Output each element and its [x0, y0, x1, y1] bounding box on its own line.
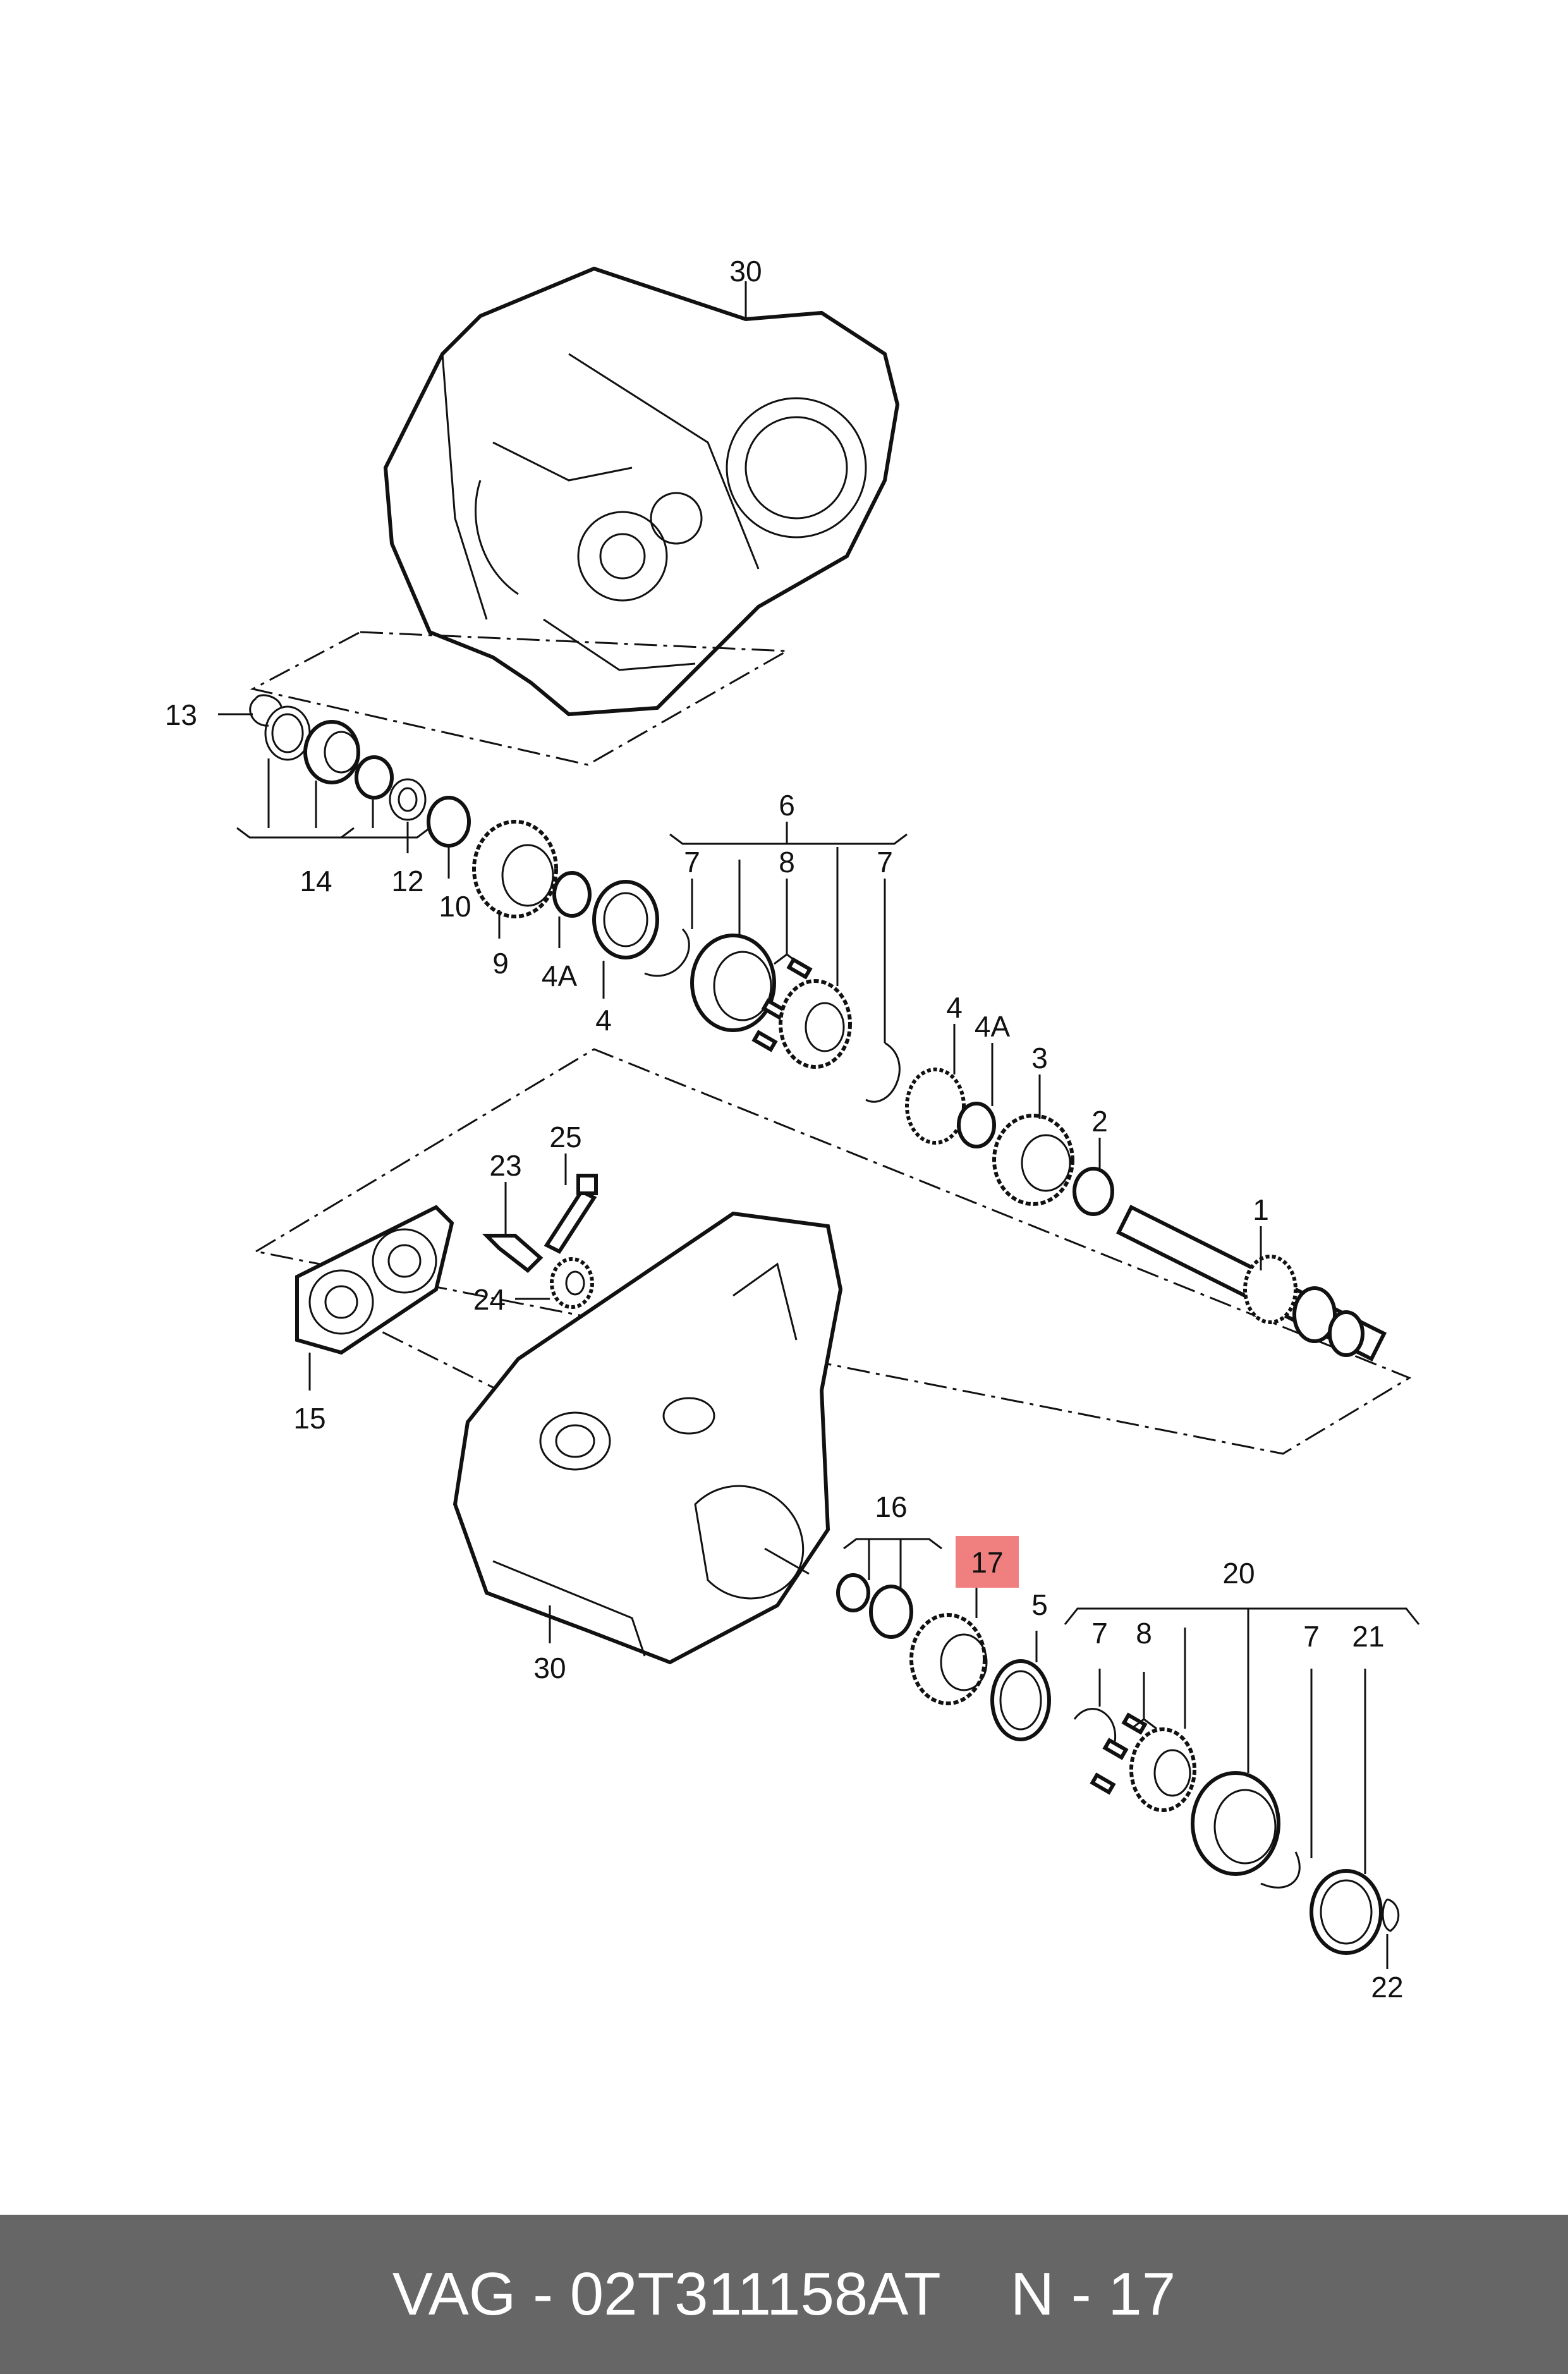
ring-5-inner: [999, 1670, 1042, 1731]
bolt-25: [544, 1174, 598, 1254]
ring-21: [1310, 1869, 1383, 1955]
callout-9: 9: [492, 947, 509, 980]
callout-12: 12: [391, 865, 423, 898]
callout-7-a: 7: [684, 846, 700, 879]
frame-lower-connector: [347, 1313, 500, 1392]
circlip-13: [249, 694, 283, 727]
callout-16: 16: [875, 1490, 907, 1523]
synchro-assembly-20: [1073, 1708, 1301, 1889]
selector-23: [482, 1204, 544, 1273]
position-label: N - 17: [1010, 2260, 1176, 2328]
ring-4A-left: [552, 871, 592, 918]
callout-1: 1: [1253, 1193, 1269, 1226]
callout-8-a: 8: [779, 846, 795, 879]
callout-4A-right: 4A: [975, 1010, 1011, 1043]
ring-4A-right: [957, 1102, 996, 1148]
bearing-set-16: [836, 1573, 913, 1639]
part-number-label: VAG - 02T311158AT: [392, 2260, 941, 2328]
frame-upper: [250, 631, 791, 766]
leader-lines: [218, 281, 1420, 1969]
callout-labels: 30 13 14 12 10 9 4A 4 6 7 8 7 4 4A 3 2 1…: [165, 255, 1404, 2004]
callout-4A-left: 4A: [542, 959, 578, 992]
callout-3: 3: [1031, 1042, 1048, 1074]
housing-top: [383, 266, 900, 717]
bearing-2: [1073, 1167, 1114, 1216]
callout-22: 22: [1371, 1971, 1403, 2004]
callout-6: 6: [779, 789, 795, 822]
circlip-22: [1382, 1898, 1400, 1932]
housing-bottom: [453, 1211, 843, 1665]
callout-7-b: 7: [877, 846, 893, 879]
callout-14: 14: [300, 865, 332, 898]
gear-9: [472, 820, 558, 918]
ring-4-right: [905, 1068, 966, 1145]
callout-4-right: 4: [946, 991, 963, 1024]
callout-30-bottom: 30: [533, 1652, 566, 1684]
part-reference-footer: VAG - 02T311158AT N - 17: [0, 2215, 1568, 2374]
callout-4-left: 4: [595, 1004, 612, 1037]
shaft-1: [1115, 1204, 1387, 1362]
callout-30-top: 30: [729, 255, 762, 288]
bearing-set-14: [264, 705, 471, 848]
callout-13: 13: [165, 698, 197, 731]
callout-17: 17: [971, 1546, 1003, 1579]
callout-24: 24: [473, 1283, 506, 1316]
cover-15: [295, 1205, 454, 1355]
ring-4-left-inner: [603, 892, 648, 947]
callout-8-b: 8: [1136, 1617, 1152, 1650]
callout-23: 23: [489, 1149, 521, 1182]
callout-15: 15: [293, 1402, 325, 1435]
synchro-assembly-6: [644, 928, 901, 1103]
gear-24: [550, 1257, 594, 1309]
callout-2: 2: [1091, 1105, 1108, 1138]
frame-middle: [253, 1048, 1412, 1455]
callout-5: 5: [1031, 1588, 1048, 1621]
callout-20: 20: [1222, 1557, 1255, 1590]
callout-21: 21: [1352, 1620, 1384, 1653]
gear-3: [992, 1114, 1074, 1206]
highlight-box-17: [956, 1536, 1019, 1588]
exploded-parts-diagram: 30 13 14 12 10 9 4A 4 6 7 8 7 4 4A 3 2 1…: [165, 255, 1420, 2004]
gear-17: [909, 1613, 988, 1705]
callout-10: 10: [439, 890, 471, 923]
ring-21-inner: [1320, 1879, 1373, 1945]
callout-7-d: 7: [1303, 1620, 1320, 1653]
callout-7-c: 7: [1091, 1617, 1108, 1650]
callout-25: 25: [549, 1121, 581, 1154]
